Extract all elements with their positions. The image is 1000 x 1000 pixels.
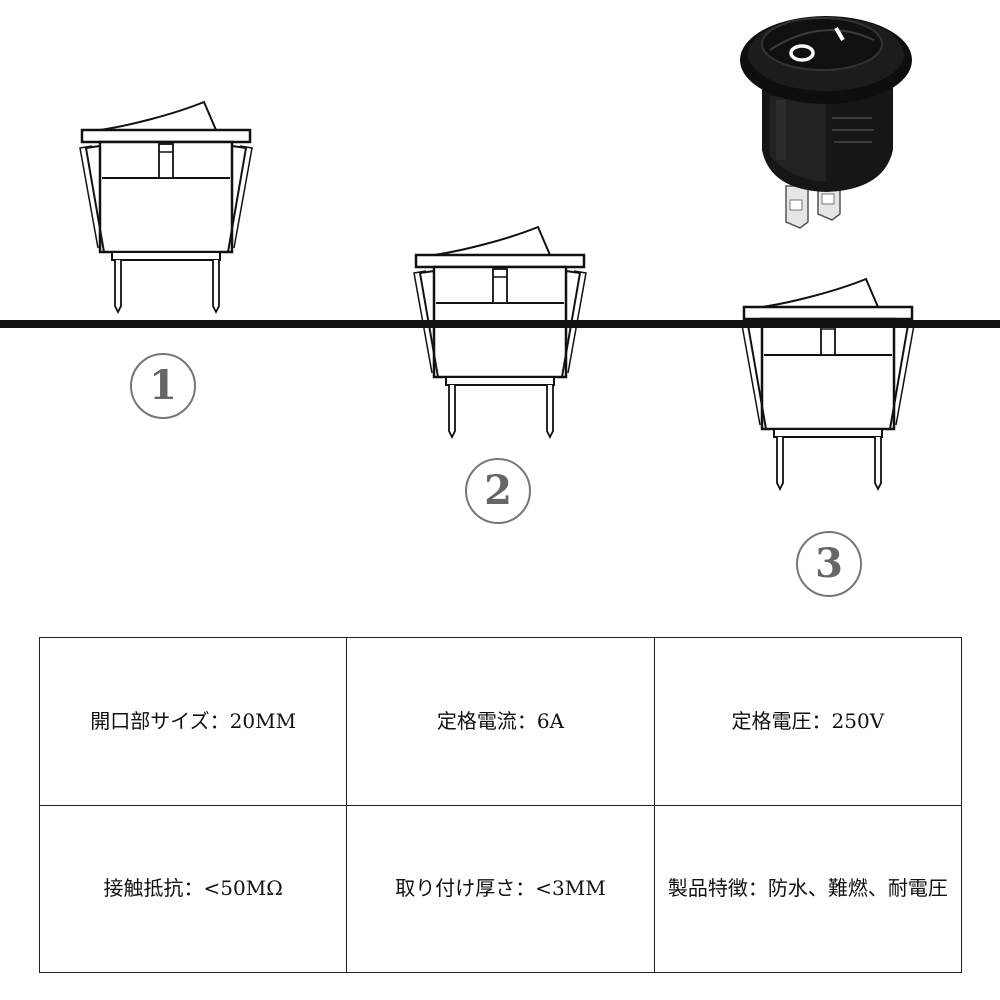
- switch-drawing-1: [78, 100, 254, 314]
- marker-2-label: 2: [484, 467, 512, 514]
- panel-line: [0, 320, 1000, 328]
- marker-3: 3: [796, 531, 862, 597]
- spec-mounting-thickness: 取り付け厚さ：<3MM: [346, 804, 655, 973]
- spec-table: 開口部サイズ：20MM 定格電流：6A 定格電圧：250V 接触抵抗：<50MΩ…: [38, 637, 963, 973]
- spec-row: 開口部サイズ：20MM 定格電流：6A 定格電圧：250V: [38, 637, 963, 806]
- switch-drawing-2: [412, 225, 588, 439]
- spec-rated-current: 定格電流：6A: [346, 637, 655, 806]
- marker-2: 2: [465, 458, 531, 524]
- spec-rated-voltage: 定格電圧：250V: [653, 637, 963, 806]
- spec-row: 接触抵抗：<50MΩ 取り付け厚さ：<3MM 製品特徴：防水、難燃、耐電圧: [38, 804, 963, 973]
- round-rocker-switch-photo: [740, 16, 912, 229]
- switch-drawing-3: [740, 277, 916, 491]
- marker-1: 1: [130, 353, 196, 419]
- marker-3-label: 3: [815, 540, 843, 587]
- marker-1-label: 1: [149, 362, 177, 409]
- spec-contact-resistance: 接触抵抗：<50MΩ: [38, 804, 348, 973]
- spec-features: 製品特徴：防水、難燃、耐電圧: [653, 804, 963, 973]
- spec-opening-size: 開口部サイズ：20MM: [38, 637, 348, 806]
